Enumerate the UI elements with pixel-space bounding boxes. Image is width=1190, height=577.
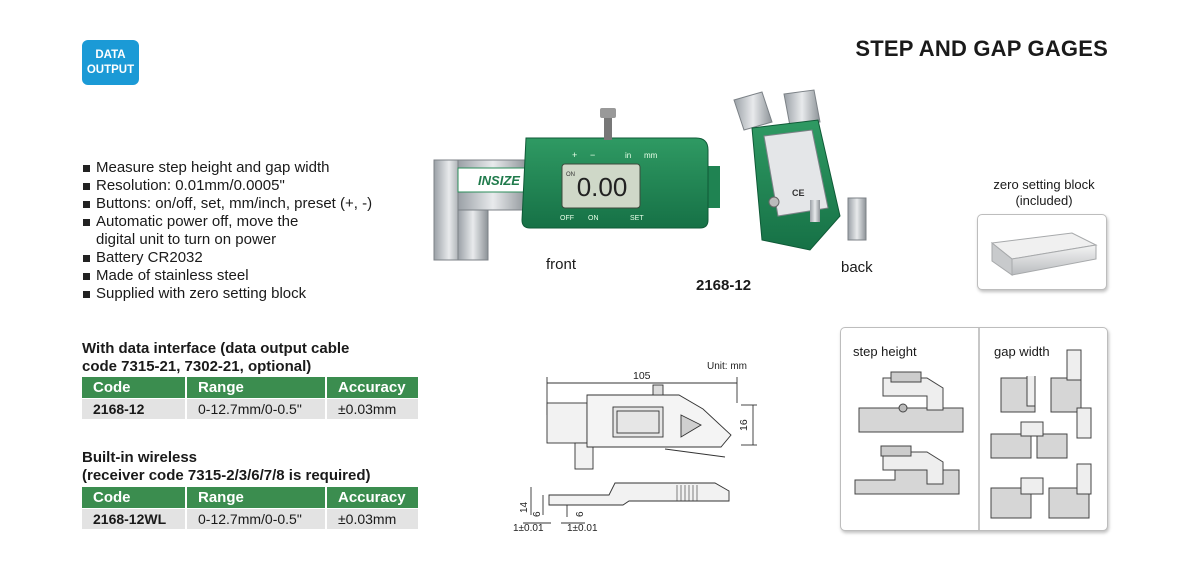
wired-heading: With data interface (data output cable c… <box>82 340 349 376</box>
wireless-spec-table: Code Range Accuracy 2168-12WL 0-12.7mm/0… <box>82 487 418 529</box>
zero-block-illustration <box>990 232 1098 276</box>
unit-label: Unit: mm <box>707 361 747 372</box>
cell-code: 2168-12 <box>82 397 187 419</box>
usage-divider <box>978 328 980 530</box>
badge-line1: DATA <box>95 48 126 61</box>
column-header: Range <box>186 377 327 398</box>
dim-base: 14 <box>519 501 530 513</box>
zero-block-label: zero setting block (included) <box>970 177 1118 209</box>
badge-line2: OUTPUT <box>86 63 135 76</box>
zero-block-line2: (included) <box>1015 193 1073 208</box>
ce-mark: CE <box>792 188 805 198</box>
cell-code: 2168-12WL <box>82 507 187 529</box>
column-header: Range <box>186 487 327 508</box>
wireless-heading-line2: (receiver code 7315-2/3/6/7/8 is require… <box>82 467 371 484</box>
front-caption: front <box>546 256 577 273</box>
wireless-heading: Built-in wireless (receiver code 7315-2/… <box>82 449 371 485</box>
zero-block-image <box>977 214 1107 290</box>
product-photo: INSIZE + − in mm 0.00 ON OFF ON SET CE <box>433 89 867 261</box>
feature-list: Measure step height and gap width Resolu… <box>82 159 422 303</box>
cell-range: 0-12.7mm/0-0.5" <box>186 507 327 529</box>
table-header-row: Code Range Accuracy <box>82 487 418 508</box>
feature-item: Buttons: on/off, set, mm/inch, preset (+… <box>82 195 422 213</box>
dim-length: 105 <box>633 370 651 382</box>
table-row: 2168-12WL 0-12.7mm/0-0.5" ±0.03mm <box>82 507 418 529</box>
btn-off-label: OFF <box>560 215 574 222</box>
feature-item: Resolution: 0.01mm/0.0005" <box>82 177 422 195</box>
dim-6b: 6 <box>575 511 586 517</box>
tolerance-b: 1±0.01 <box>567 523 598 534</box>
lcd-on-indicator: ON <box>566 172 575 178</box>
data-output-badge: DATA OUTPUT <box>82 40 139 85</box>
brand-label: INSIZE <box>478 173 520 188</box>
wired-heading-line2: code 7315-21, 7302-21, optional) <box>82 358 312 375</box>
column-header: Code <box>82 487 187 508</box>
table-header-row: Code Range Accuracy <box>82 377 418 398</box>
btn-plus-label: + <box>572 150 577 160</box>
feature-item: Automatic power off, move the <box>82 213 422 231</box>
tolerance-a: 1±0.01 <box>513 523 544 534</box>
lcd-reading: 0.00 <box>577 172 628 202</box>
cell-range: 0-12.7mm/0-0.5" <box>186 397 327 419</box>
cell-accuracy: ±0.03mm <box>326 507 418 529</box>
table-row: 2168-12 0-12.7mm/0-0.5" ±0.03mm <box>82 397 418 419</box>
feature-item: Supplied with zero setting block <box>82 285 422 303</box>
cell-accuracy: ±0.03mm <box>326 397 418 419</box>
gap-width-label: gap width <box>994 344 1050 359</box>
btn-set-label: SET <box>630 215 644 222</box>
back-gauge: CE <box>733 89 867 251</box>
column-header: Accuracy <box>326 377 418 398</box>
step-height-label: step height <box>853 344 917 359</box>
wired-heading-line1: With data interface (data output cable <box>82 340 350 357</box>
btn-in-label: in <box>625 151 631 160</box>
usage-panel: step height gap width <box>840 327 1108 531</box>
zero-block-line1: zero setting block <box>993 177 1095 192</box>
model-number: 2168-12 <box>696 277 752 294</box>
back-caption: back <box>841 259 873 276</box>
column-header: Code <box>82 377 187 398</box>
feature-item: Measure step height and gap width <box>82 159 422 177</box>
column-header: Accuracy <box>326 487 418 508</box>
btn-minus-label: − <box>590 150 595 160</box>
feature-item: Battery CR2032 <box>82 249 422 267</box>
dim-height: 16 <box>738 419 750 431</box>
usage-illustration <box>854 349 1092 519</box>
feature-item-continued: digital unit to turn on power <box>96 231 277 248</box>
front-gauge: INSIZE + − in mm 0.00 ON OFF ON SET <box>433 108 720 261</box>
wired-spec-table: Code Range Accuracy 2168-12 0-12.7mm/0-0… <box>82 377 418 419</box>
feature-item: Made of stainless steel <box>82 267 422 285</box>
technical-drawing: Unit: mm 105 16 14 6 6 1±0.01 1±0.01 <box>513 361 757 534</box>
dim-6a: 6 <box>532 511 543 517</box>
btn-mm-label: mm <box>644 151 658 160</box>
page-title: STEP AND GAP GAGES <box>855 36 1108 61</box>
wireless-heading-line1: Built-in wireless <box>82 449 198 466</box>
btn-on-label: ON <box>588 215 599 222</box>
